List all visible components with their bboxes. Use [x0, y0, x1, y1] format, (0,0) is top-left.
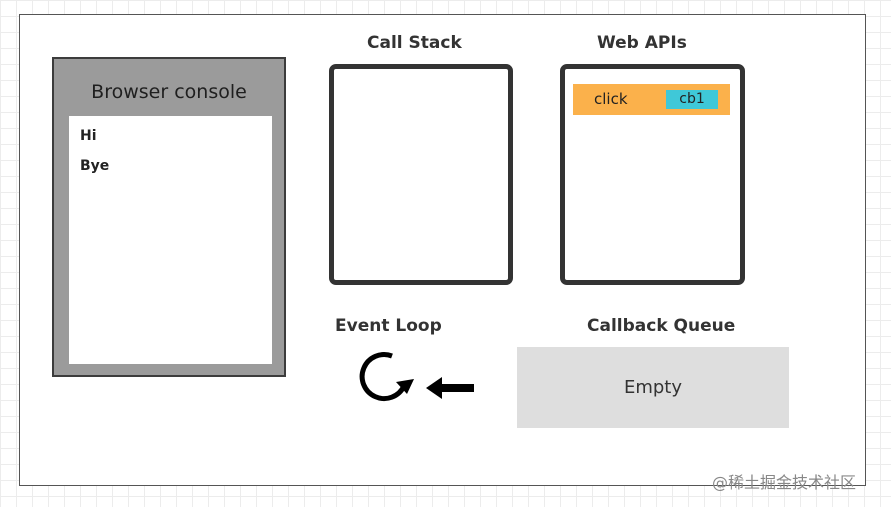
console-title: Browser console	[91, 81, 247, 103]
web-api-entry: click cb1	[573, 84, 730, 115]
call-stack-title: Call Stack	[367, 33, 462, 53]
arrow-left-icon	[426, 377, 474, 399]
api-event-name: click	[594, 90, 628, 108]
console-line: Bye	[80, 158, 110, 174]
callback-queue-title: Callback Queue	[587, 316, 736, 336]
event-loop-title: Event Loop	[335, 316, 442, 336]
web-apis-title: Web APIs	[597, 33, 687, 53]
console-output: Hi Bye	[69, 116, 272, 364]
watermark: @稀土掘金技术社区	[712, 473, 857, 492]
callback-queue-box: Empty	[517, 347, 789, 428]
callback-queue-content: Empty	[623, 377, 683, 398]
event-loop-icon	[359, 352, 414, 401]
console-line: Hi	[80, 128, 97, 144]
call-stack-box	[329, 64, 513, 285]
api-callback-tag: cb1	[666, 90, 718, 109]
browser-console: Browser console Hi Bye	[52, 57, 286, 377]
